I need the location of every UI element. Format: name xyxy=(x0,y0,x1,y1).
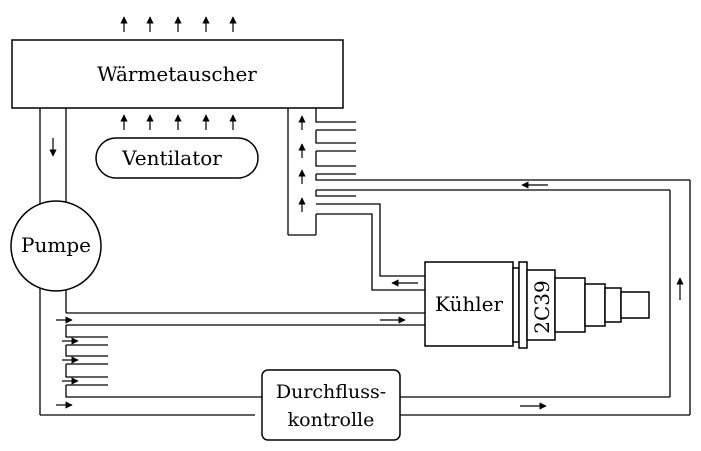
fan-box xyxy=(95,137,259,179)
pump-circle xyxy=(10,200,102,292)
fan-label: Ventilator xyxy=(121,146,222,170)
tube-2c39 xyxy=(512,261,650,349)
tube-label: 2C39 xyxy=(530,280,554,333)
heat-exchanger-label: Wärmetauscher xyxy=(97,62,257,86)
heat-exchanger-box xyxy=(11,39,344,109)
exhaust-arrows xyxy=(120,16,237,32)
right-loop-pipe xyxy=(400,180,691,416)
fan-airflow-arrows xyxy=(120,114,237,130)
flow-control-box xyxy=(261,369,401,441)
cooler-box xyxy=(424,261,514,347)
flow-control-label-line2: kontrolle xyxy=(288,409,375,431)
return-manifold xyxy=(287,108,690,291)
flow-control-label-line1: Durchfluss- xyxy=(276,381,386,403)
cooler-label: Kühler xyxy=(435,292,503,316)
left-return-pipe xyxy=(39,108,67,210)
pump-outlet-manifold xyxy=(39,288,425,416)
pump-label: Pumpe xyxy=(21,233,91,257)
